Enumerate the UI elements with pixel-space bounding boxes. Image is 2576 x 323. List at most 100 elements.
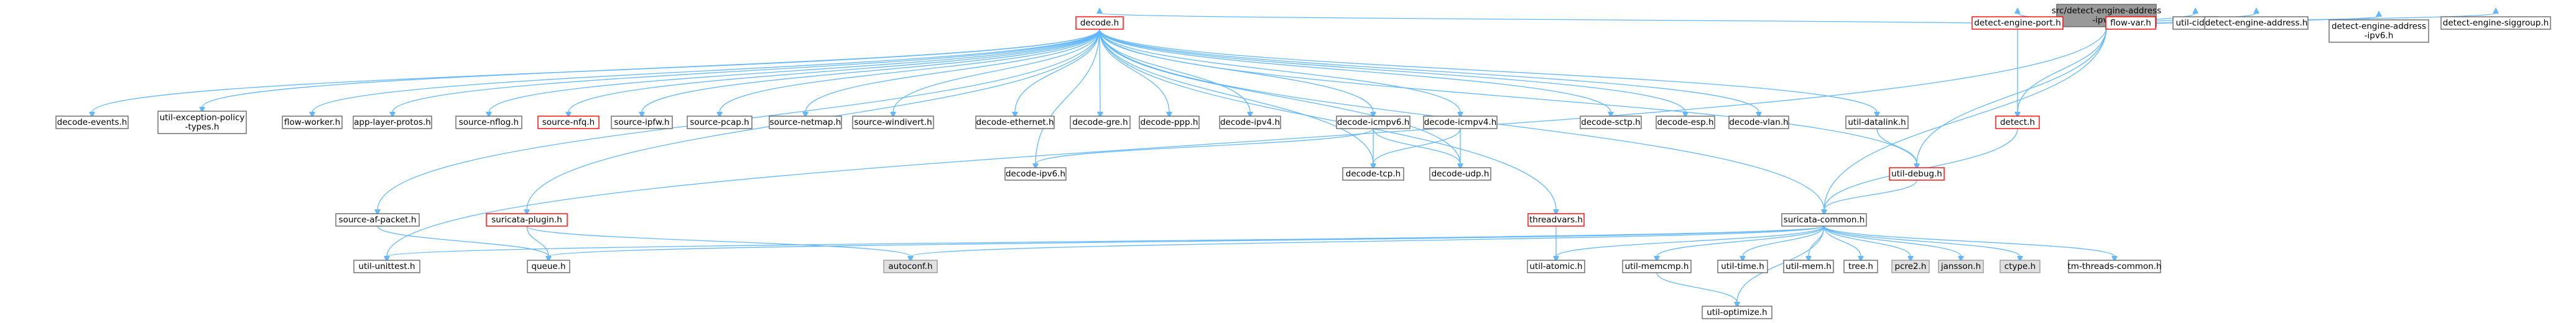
node-src-nfq[interactable]: source-nfq.h	[537, 116, 600, 129]
edge-suri_common-to-util_time	[1743, 225, 1825, 257]
edge-decode-to-src_netmap	[805, 29, 1100, 112]
edge-decode-to-flow_worker	[312, 29, 1100, 112]
node-box	[1429, 167, 1491, 181]
edge-decode-to-src_windivert	[893, 29, 1100, 112]
node-tree[interactable]: tree.h	[1843, 260, 1878, 273]
node-label: tm-threads-common.h	[2067, 262, 2161, 271]
node-box	[1219, 116, 1281, 129]
node-pcre2[interactable]: pcre2.h	[1891, 260, 1930, 273]
node-label: source-ipfw.h	[614, 117, 669, 127]
edge-util_datalink-to-util_debug	[1876, 128, 1917, 164]
edge-decode-to-src_ipfw	[642, 29, 1100, 112]
node-src-afpacket[interactable]: source-af-packet.h	[335, 213, 420, 227]
node-queue[interactable]: queue.h	[527, 260, 570, 273]
edge-root-to-decode	[1100, 13, 2107, 27]
node-label: decode-vlan.h	[1729, 117, 1788, 127]
node-label: source-windivert.h	[854, 117, 932, 127]
node-box	[2204, 16, 2309, 30]
node-util-datalink[interactable]: util-datalink.h	[1845, 116, 1909, 129]
node-det-port[interactable]: detect-engine-port.h	[1971, 16, 2064, 30]
node-dec-sctp[interactable]: decode-sctp.h	[1580, 116, 1642, 129]
node-label: pcre2.h	[1895, 262, 1927, 271]
node-jansson[interactable]: jansson.h	[1938, 260, 1984, 273]
node-src-windivert[interactable]: source-windivert.h	[852, 116, 934, 129]
node-label: decode-esp.h	[1657, 117, 1713, 127]
node-util-atomic[interactable]: util-atomic.h	[1527, 260, 1585, 273]
edge-suri_common-to-util_optimize	[1737, 225, 1825, 303]
node-util-debug[interactable]: util-debug.h	[1889, 167, 1945, 181]
edge-decode-to-dec_ipv6	[1035, 29, 1100, 164]
node-dec-udp[interactable]: decode-udp.h	[1429, 167, 1491, 181]
edge-decode-to-dec_vlan	[1099, 29, 1759, 112]
node-box	[527, 260, 570, 273]
node-label: decode-icmpv6.h	[1337, 117, 1410, 127]
node-util-memcmp[interactable]: util-memcmp.h	[1622, 260, 1692, 273]
node-label: util-memcmp.h	[1625, 262, 1689, 271]
edge-decode-to-dec_udp	[1099, 29, 1460, 164]
node-box	[1781, 213, 1867, 227]
edge-suri_common-to-queue	[549, 225, 1825, 257]
node-label: decode.h	[1080, 18, 1119, 28]
node-src-nflog[interactable]: source-nflog.h	[455, 116, 522, 129]
node-autoconf[interactable]: autoconf.h	[883, 260, 938, 273]
node-dec-ipv6[interactable]: decode-ipv6.h	[1004, 167, 1067, 181]
node-det-addr[interactable]: detect-engine-address.h	[2204, 16, 2309, 30]
node-detect-h[interactable]: detect.h	[1995, 116, 2040, 129]
edge-root-to-detect_h	[2018, 26, 2107, 112]
node-src-netmap[interactable]: source-netmap.h	[769, 116, 842, 129]
node-util-optimize[interactable]: util-optimize.h	[1702, 306, 1772, 319]
edge-decode-to-exc_policy	[202, 29, 1100, 107]
node-dec-gre[interactable]: decode-gre.h	[1070, 116, 1131, 129]
edge-suri_common-to-tm_threads	[1823, 225, 2115, 257]
node-util-mem[interactable]: util-mem.h	[1783, 260, 1834, 273]
node-box	[1070, 116, 1131, 129]
node-box	[1843, 260, 1878, 273]
node-util-unittest[interactable]: util-unittest.h	[353, 260, 420, 273]
node-flowvar[interactable]: flow-var.h	[2105, 16, 2156, 30]
node-decode[interactable]: decode.h	[1075, 16, 1124, 30]
node-dec-ipv4[interactable]: decode-ipv4.h	[1219, 116, 1281, 129]
node-det-addr6[interactable]: detect-engine-address-ipv6.h	[2328, 19, 2429, 43]
node-box	[687, 116, 753, 129]
node-src-pcap[interactable]: source-pcap.h	[687, 116, 753, 129]
edge-suri_common-to-jansson	[1823, 225, 1961, 257]
node-dec-eth[interactable]: decode-ethernet.h	[975, 116, 1055, 129]
node-exc-policy[interactable]: util-exception-policy-types.h	[157, 111, 247, 134]
edge-suri_common-to-util_memcmp	[1657, 225, 1825, 257]
node-box	[852, 116, 934, 129]
node-decode-events[interactable]: decode-events.h	[55, 116, 129, 129]
node-util-time[interactable]: util-time.h	[1717, 260, 1768, 273]
node-threadvars[interactable]: threadvars.h	[1527, 213, 1585, 227]
node-flow-worker[interactable]: flow-worker.h	[282, 116, 343, 129]
node-dec-icmpv4[interactable]: decode-icmpv4.h	[1423, 116, 1498, 129]
node-suri-plugin[interactable]: suricata-plugin.h	[486, 213, 568, 227]
node-app-layer[interactable]: app-layer-protos.h	[353, 116, 432, 129]
node-dec-tcp[interactable]: decode-tcp.h	[1342, 167, 1404, 181]
edge-suri_common-to-util_atomic	[1556, 225, 1825, 257]
node-label: source-netmap.h	[770, 117, 841, 127]
node-box	[157, 111, 247, 134]
node-box	[2440, 16, 2551, 30]
edge-suri_plugin-to-queue	[526, 225, 549, 257]
node-dec-esp[interactable]: decode-esp.h	[1656, 116, 1715, 129]
node-det-siggroup[interactable]: detect-engine-siggroup.h	[2440, 16, 2551, 30]
node-ctype[interactable]: ctype.h	[1999, 260, 2041, 273]
node-box	[1999, 260, 2041, 273]
edge-util_memcmp-to-util_optimize	[1656, 272, 1737, 303]
node-suri-common[interactable]: suricata-common.h	[1781, 213, 1867, 227]
node-box	[1622, 260, 1692, 273]
node-dec-ppp[interactable]: decode-ppp.h	[1139, 116, 1200, 129]
node-label: util-unittest.h	[358, 262, 415, 271]
node-tm-threads[interactable]: tm-threads-common.h	[2067, 260, 2162, 273]
node-dec-icmpv6[interactable]: decode-icmpv6.h	[1336, 116, 1411, 129]
node-box	[1527, 260, 1585, 273]
node-label: decode-udp.h	[1432, 169, 1490, 179]
node-box	[537, 116, 600, 129]
node-dec-vlan[interactable]: decode-vlan.h	[1728, 116, 1789, 129]
edge-util_debug-to-suri_common	[1824, 180, 1917, 210]
node-src-ipfw[interactable]: source-ipfw.h	[611, 116, 673, 129]
node-box	[975, 116, 1055, 129]
edge-root-to-suri_common	[1824, 26, 2107, 210]
edge-decode-to-dec_esp	[1099, 29, 1685, 112]
